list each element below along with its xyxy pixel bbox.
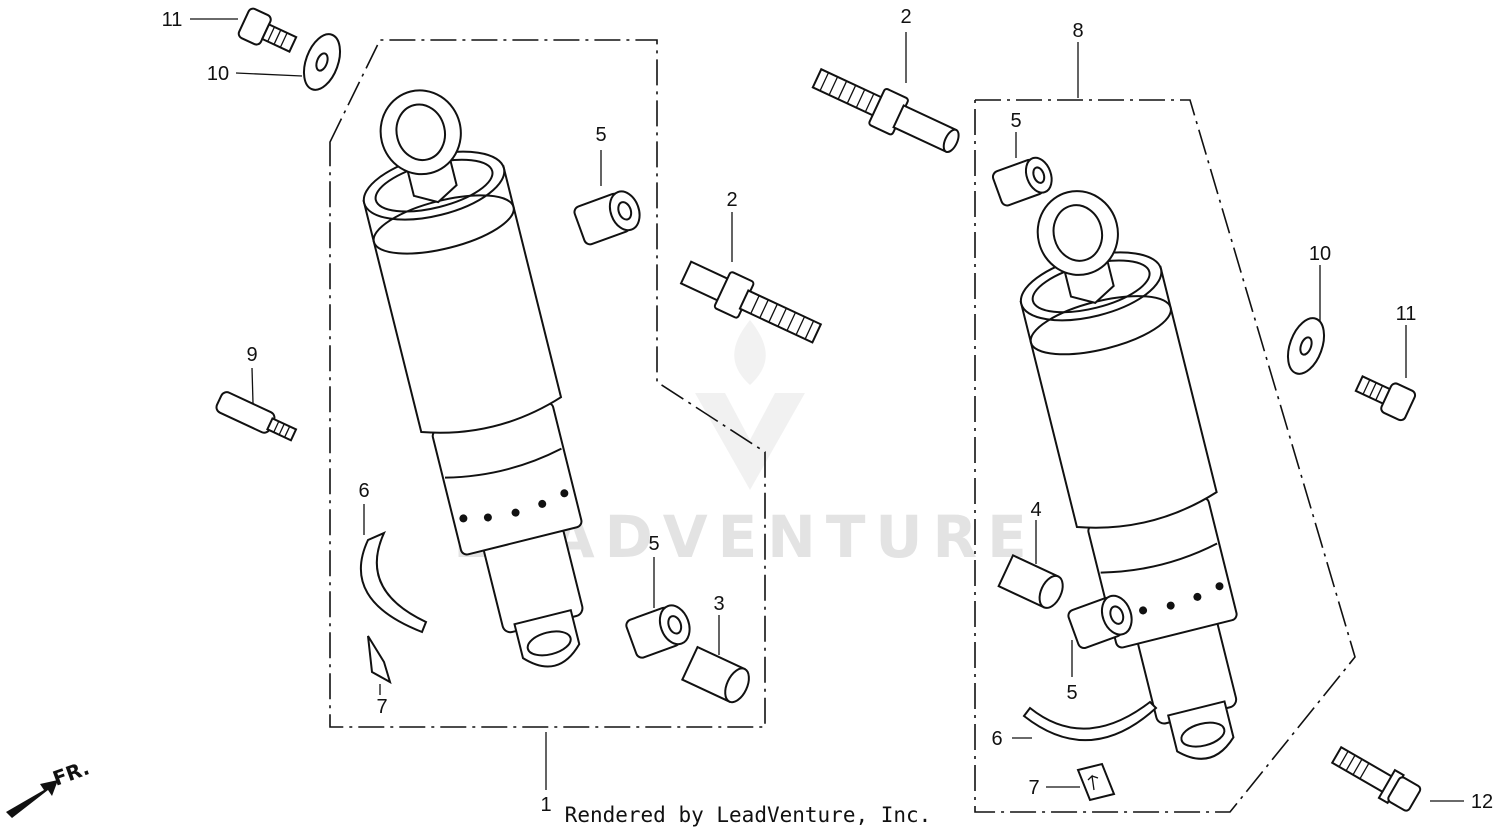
callout-6: 6 [358,480,369,502]
callout-11: 11 [162,9,183,31]
shock-absorber-right [1019,190,1238,760]
front-direction-label: FR. [50,755,93,790]
bolt-11-right [1354,375,1417,422]
bushing-right-upper [991,156,1053,207]
bushing-right-lower [1067,594,1133,649]
callout-2: 2 [900,6,911,28]
callout-10: 10 [207,63,229,85]
callout-7: 7 [376,696,387,718]
callout-9: 9 [246,344,257,366]
callout-12: 12 [1471,791,1493,813]
callout-5: 5 [1010,110,1021,132]
stud-bolt-right [811,67,960,154]
collar-4 [997,554,1064,609]
collar-3 [680,645,750,704]
render-credit: Rendered by LeadVenture, Inc. [565,803,932,827]
callout-6: 6 [991,728,1002,750]
callout-2: 2 [726,189,737,211]
callout-5: 5 [648,533,659,555]
shock-absorber-left [362,89,584,668]
pin-9 [215,391,298,442]
assembly-outline-right [974,99,1356,813]
callout-8: 8 [1072,20,1083,42]
stud-bolt-left [679,260,823,344]
callout-10: 10 [1309,243,1331,265]
callout-7: 7 [1028,777,1039,799]
bolt-11-left [237,7,298,53]
washer-left [302,33,342,91]
front-direction-arrow-icon [6,780,58,818]
clip-6-right [1022,700,1158,742]
callout-11: 11 [1396,303,1417,325]
label-7-left [367,635,392,685]
leader-lines [190,18,1464,802]
bushing-left-lower [625,604,691,659]
leadventure-logo-watermark [695,320,805,490]
label-7-right [1076,762,1116,802]
callout-5: 5 [595,124,606,146]
callout-3: 3 [713,593,724,615]
washer-right [1286,317,1326,375]
callout-4: 4 [1030,499,1041,521]
callout-5: 5 [1066,682,1077,704]
bolt-12 [1330,745,1422,812]
clip-6-left [359,531,428,634]
callout-1: 1 [540,794,551,816]
bushing-left-upper [573,190,641,246]
assembly-outline-left [329,39,766,728]
